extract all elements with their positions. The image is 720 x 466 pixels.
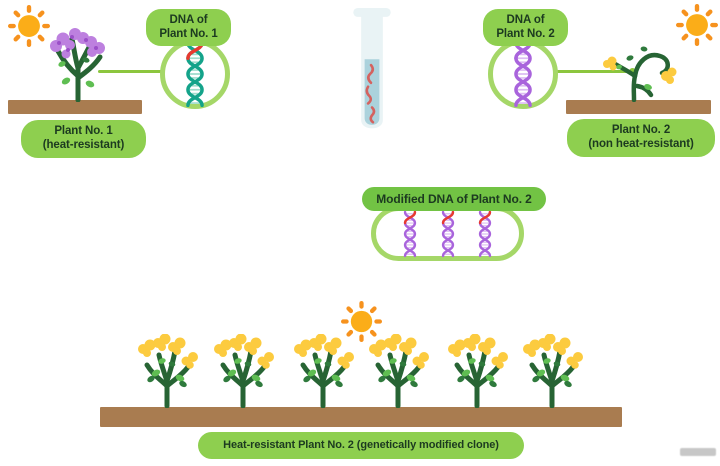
soil-bar-plant1 — [8, 100, 142, 114]
dna-helix-purple-red-icon — [399, 211, 421, 257]
yellow-flower-plant-icon — [519, 334, 585, 408]
label-dna-plant2: DNA of Plant No. 2 — [483, 9, 568, 46]
yellow-flower-plant-icon — [444, 334, 510, 408]
label-line: Plant No. 1 — [159, 27, 218, 40]
dna-helix-purple-red-icon — [474, 211, 496, 257]
soil-bar-field — [100, 407, 622, 427]
label-line: Modified DNA of Plant No. 2 — [376, 191, 532, 206]
yellow-flower-plant-icon — [210, 334, 276, 408]
dna-helix-teal-red-icon — [179, 41, 211, 107]
label-line: Heat-resistant Plant No. 2 (genetically … — [223, 439, 499, 452]
soil-bar-plant2 — [566, 100, 711, 114]
dna-magnifier-plant1 — [160, 39, 230, 109]
wilted-plant-icon — [603, 46, 677, 102]
connector-node — [629, 68, 636, 75]
label-line: DNA of — [506, 13, 545, 26]
label-line: (non heat-resistant) — [588, 138, 694, 150]
connector-line-plant1 — [98, 70, 162, 73]
label-line: Plant No. 2 — [496, 27, 555, 40]
yellow-flower-plant-icon — [134, 334, 200, 408]
label-plant1: Plant No. 1 (heat-resistant) — [21, 120, 146, 158]
label-dna-plant1: DNA of Plant No. 1 — [146, 9, 231, 46]
label-cloned-field: Heat-resistant Plant No. 2 (genetically … — [198, 432, 524, 459]
dna-helix-purple-red-icon — [437, 211, 459, 257]
label-line: DNA of — [169, 13, 208, 26]
dna-magnifier-plant2 — [488, 39, 558, 109]
yellow-flower-plant-icon — [290, 334, 356, 408]
purple-flower-plant-icon — [50, 28, 105, 102]
test-tube-icon — [353, 8, 391, 129]
watermark — [680, 448, 716, 456]
connector-line-plant2 — [551, 70, 633, 73]
label-modified-dna: Modified DNA of Plant No. 2 — [362, 187, 546, 211]
modified-dna-capsule — [371, 206, 524, 261]
label-line: Plant No. 1 — [54, 125, 113, 138]
dna-helix-purple-icon — [507, 41, 539, 107]
yellow-flower-plant-icon — [365, 334, 431, 408]
label-plant2: Plant No. 2 (non heat-resistant) — [567, 119, 715, 157]
label-line: (heat-resistant) — [42, 139, 125, 151]
label-line: Plant No. 2 — [611, 124, 671, 137]
